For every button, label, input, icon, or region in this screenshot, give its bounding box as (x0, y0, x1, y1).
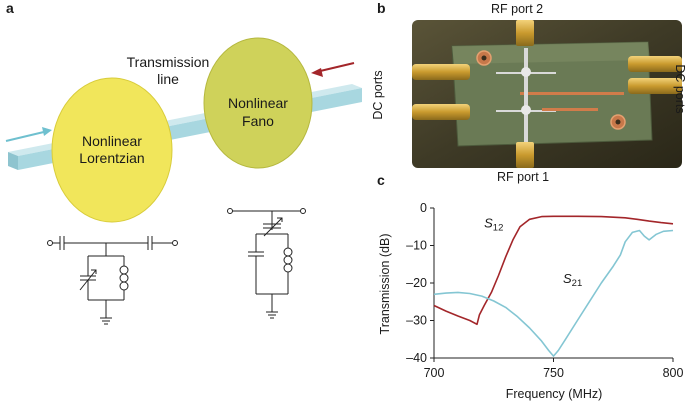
series-line-s12 (433, 215, 674, 326)
rf-connector-bottom (516, 142, 534, 168)
lorentzian-label-line2: Lorentzian (79, 150, 144, 166)
panel-label-a: a (6, 0, 14, 16)
y-tick-label: –30 (406, 314, 427, 328)
device-photo (412, 20, 682, 168)
panel-label-b: b (377, 0, 386, 16)
series-label-s12: S12 (484, 216, 503, 234)
lorentzian-circuit (47, 236, 178, 325)
mounting-hole (481, 55, 487, 61)
series-label-s21: S21 (563, 271, 582, 289)
input-arrow-line (5, 130, 49, 142)
rf-connector-top (516, 20, 534, 46)
dc-connector-left-1 (412, 64, 470, 80)
transmission-line-label-2: line (157, 71, 179, 87)
board-highlight (452, 42, 650, 64)
y-axis-title: Transmission (dB) (378, 234, 392, 335)
x-tick-label: 750 (543, 366, 564, 380)
lorentzian-resonator-disk (51, 77, 173, 223)
dc-connector-right-1 (628, 56, 682, 72)
dc-ports-left-label: DC ports (371, 70, 385, 120)
fano-circuit (227, 208, 306, 319)
y-tick-label: –40 (406, 351, 427, 365)
component (521, 105, 531, 115)
fano-label-line2: Fano (242, 113, 274, 129)
x-tick-label: 700 (424, 366, 445, 380)
microstrip-trace (524, 48, 528, 144)
x-tick-label: 800 (663, 366, 684, 380)
dc-ports-right-label: DC ports (673, 64, 685, 114)
rf-port-1-label: RF port 1 (497, 170, 550, 184)
dc-connector-right-2 (628, 78, 682, 94)
dc-connector-left-2 (412, 104, 470, 120)
fano-label-line1: Nonlinear (228, 95, 288, 111)
panel-a-schematic: Nonlinear Lorentzian Nonlinear Fano Tran… (5, 37, 362, 325)
panel-label-c: c (377, 172, 385, 188)
chart-series (433, 215, 674, 357)
fano-resonator-disk (203, 37, 313, 169)
return-arrow-head (311, 68, 323, 77)
microstrip-trace (520, 92, 624, 95)
y-tick-label: –20 (406, 276, 427, 290)
microstrip-trace (542, 108, 598, 111)
mounting-hole (615, 119, 621, 125)
rf-port-2-label: RF port 2 (491, 2, 544, 16)
chart-axes: 700 750 800 0 –10 –20 –30 –40 (406, 201, 683, 380)
series-line-s21 (433, 229, 674, 357)
input-arrow-head (42, 127, 52, 136)
transmission-line-label-1: Transmission (127, 54, 210, 70)
y-tick-label: 0 (420, 201, 427, 215)
transmission-line-front (8, 152, 18, 170)
component (521, 67, 531, 77)
x-axis-title: Frequency (MHz) (506, 387, 603, 401)
lorentzian-label-line1: Nonlinear (82, 133, 142, 149)
return-arrow-line (315, 62, 355, 73)
y-tick-label: –10 (406, 239, 427, 253)
